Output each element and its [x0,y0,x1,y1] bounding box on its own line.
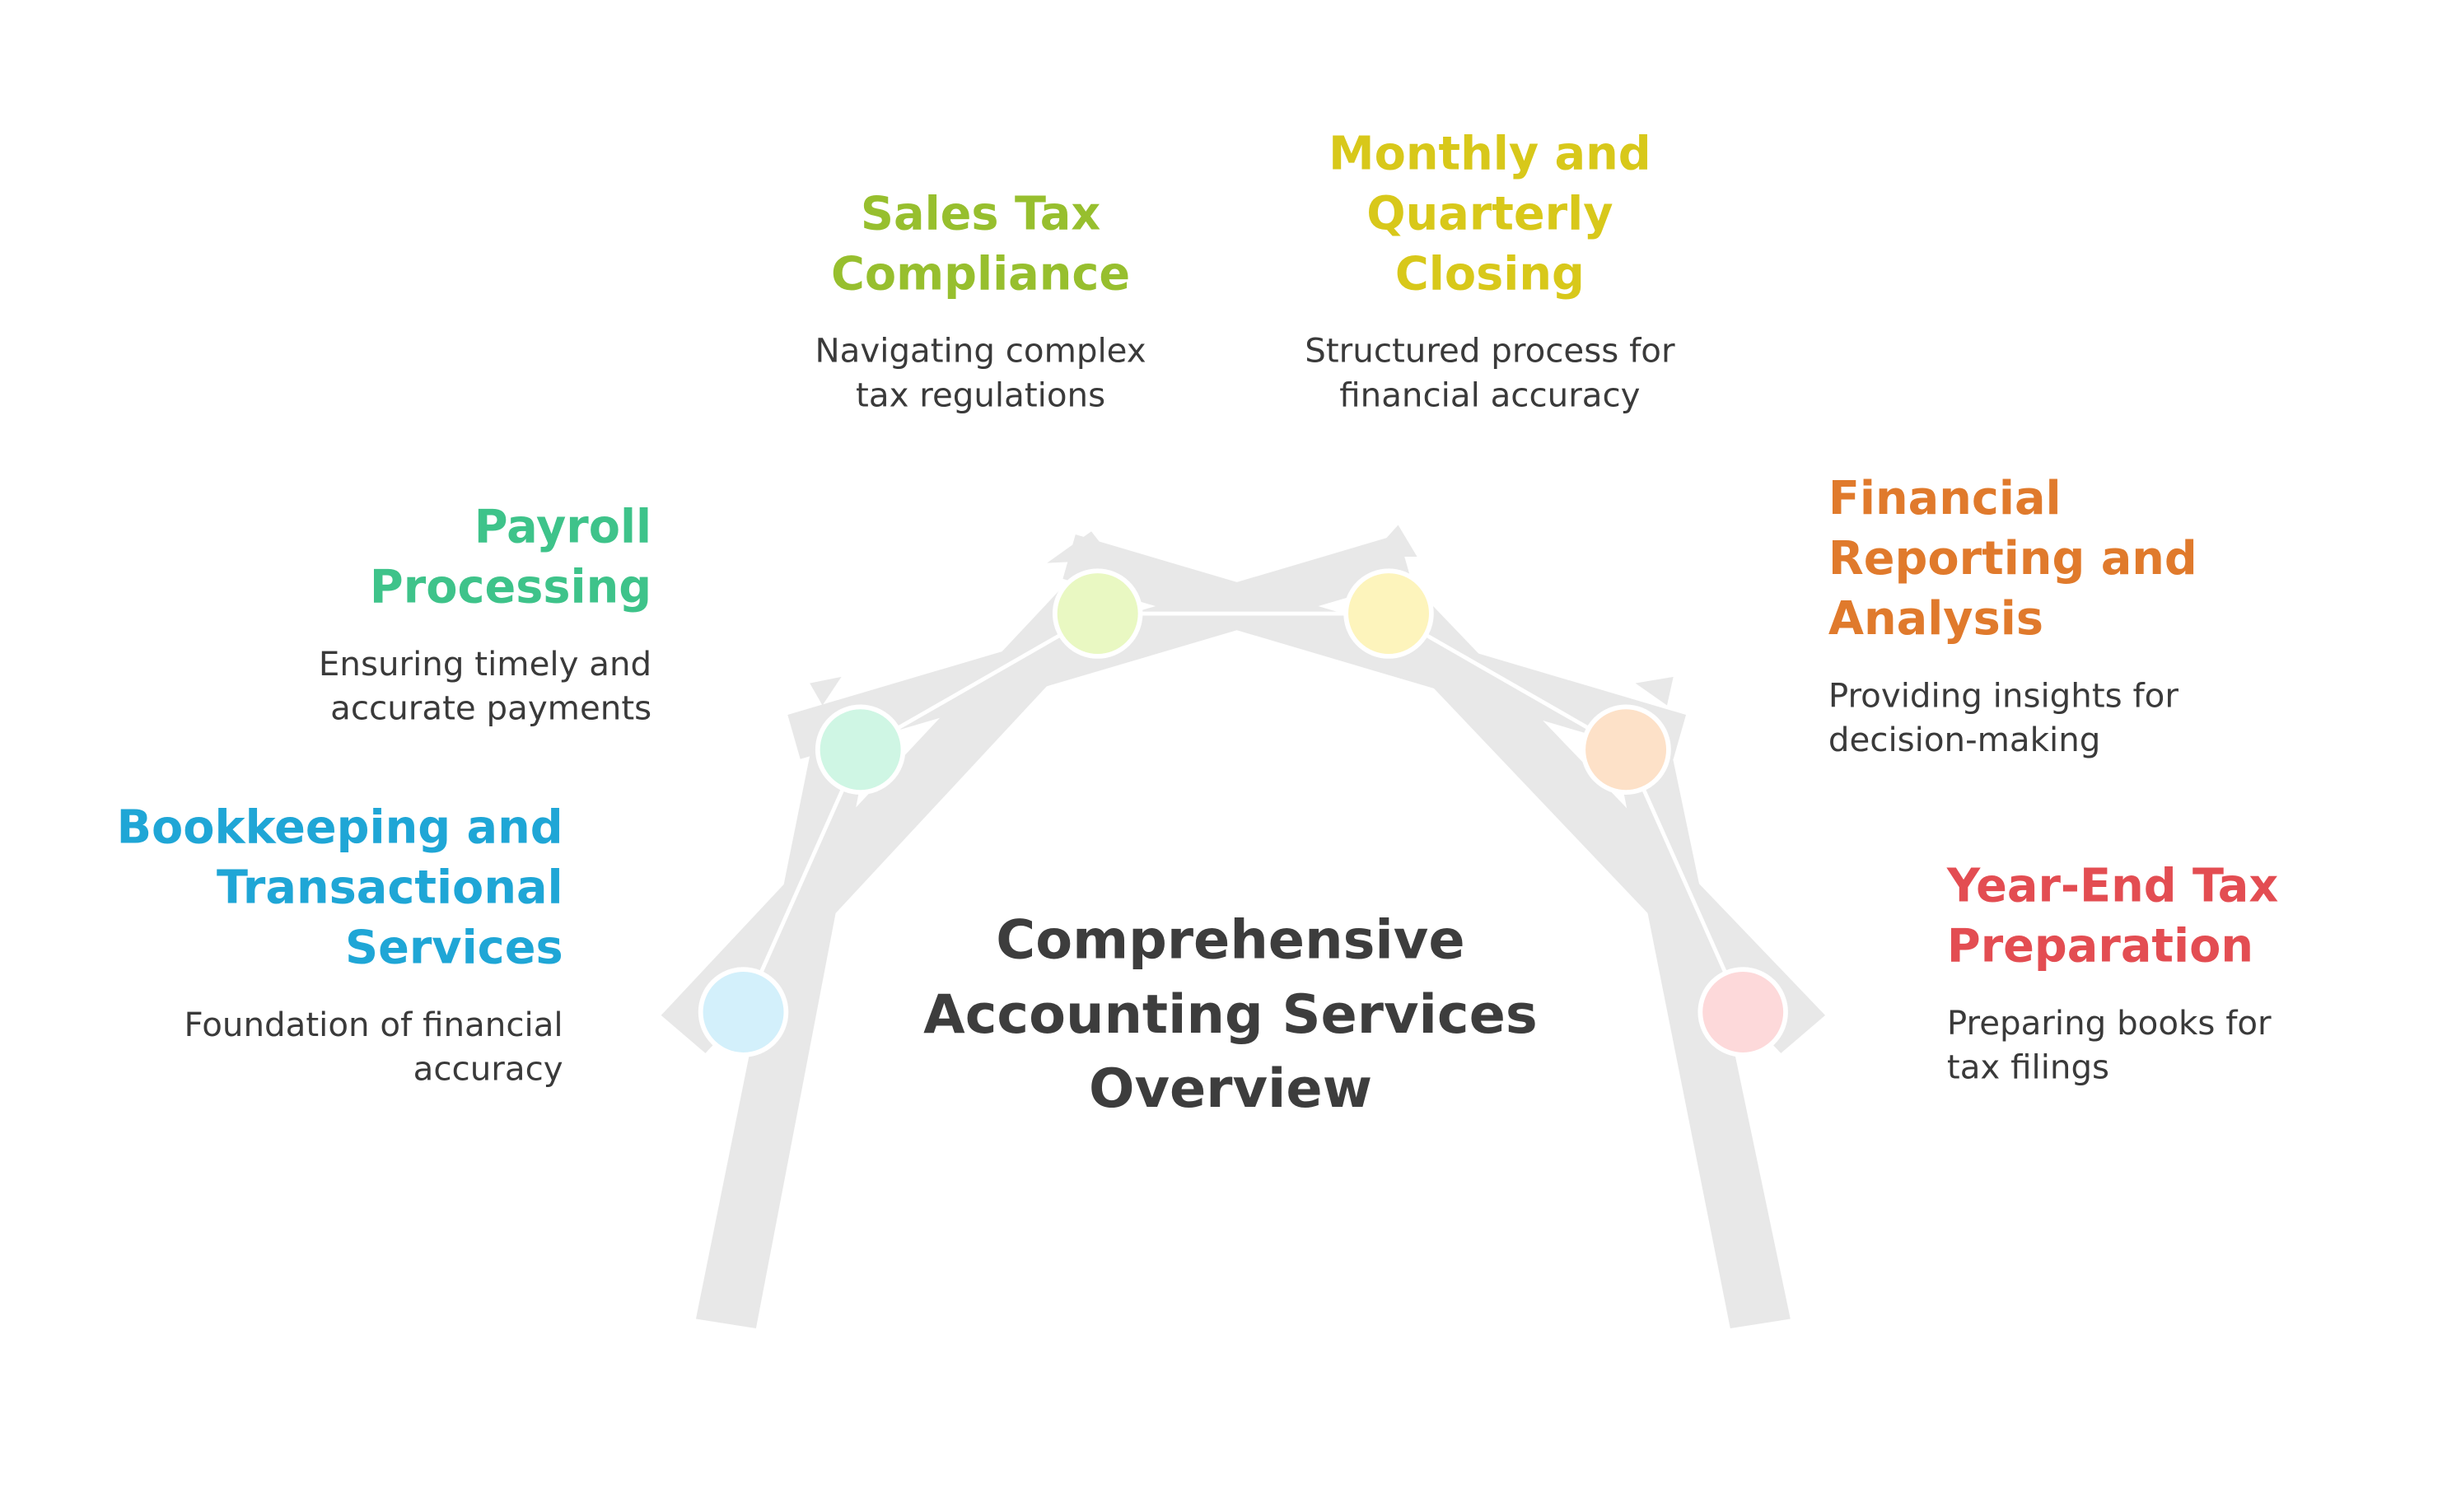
step-payroll: Payroll Processing Ensuring timely and a… [237,497,651,730]
step-closing: Monthly and Quarterly Closing Structured… [1275,124,1705,418]
step-description: Ensuring timely and accurate payments [318,645,652,728]
diagram-title: Comprehensive Accounting Services Overvi… [923,909,1538,1122]
node-payroll [815,704,906,795]
step-sales-tax: Sales Tax Compliance Navigating complex … [791,184,1170,418]
node-closing [1343,568,1434,659]
step-description: Navigating complex tax regulations [815,332,1146,415]
step-title: Payroll Processing [369,499,652,614]
step-description: Structured process for financial accurac… [1305,332,1675,415]
node-reporting [1581,704,1671,795]
step-year-end: Year-End Tax Preparation Preparing books… [1947,856,2327,1090]
step-description: Providing insights for decision-making [1828,676,2178,759]
step-bookkeeping: Bookkeeping and Transactional Services F… [95,797,563,1091]
node-bookkeeping [698,967,789,1057]
step-title: Sales Tax Compliance [830,186,1131,301]
step-title: Financial Reporting and Analysis [1828,471,2197,646]
step-description: Preparing books for tax filings [1946,1004,2272,1087]
beam-tip-left [810,676,842,706]
connector-line [859,611,1099,752]
beam-tip-top-left [1047,531,1114,563]
connector-line [1387,611,1627,752]
step-reporting: Financial Reporting and Analysis Providi… [1828,468,2234,762]
step-title: Bookkeeping and Transactional Services [116,800,563,974]
connector-line [741,749,862,1013]
beam-tip-right [1635,676,1674,706]
step-title: Year-End Tax Preparation [1946,858,2279,973]
node-sales_tax [1052,568,1143,659]
step-description: Foundation of financial accuracy [184,1006,563,1089]
node-year_end [1697,967,1788,1057]
beam-tip-top-right [1369,525,1417,557]
step-title: Monthly and Quarterly Closing [1329,126,1651,301]
connector-line [1623,749,1745,1013]
